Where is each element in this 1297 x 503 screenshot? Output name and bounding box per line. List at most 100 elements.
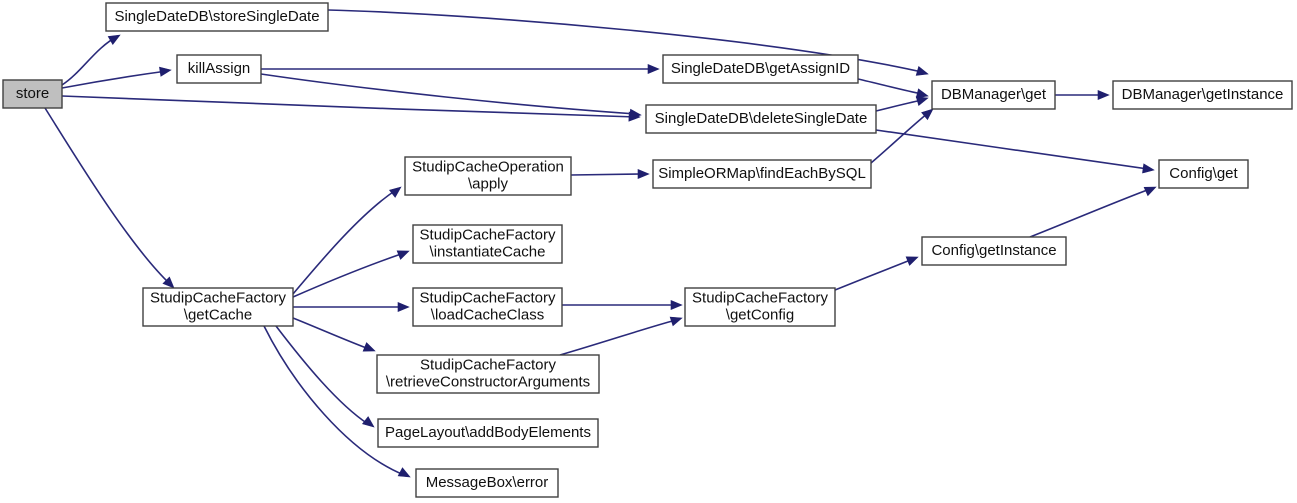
arrowhead-icon [647, 63, 660, 75]
call-edge-dbGet-to-dbGetInstance [1055, 89, 1110, 101]
edge-line [875, 99, 923, 112]
edge-line [870, 112, 929, 164]
call-edge-getCache-to-instantiateCache [292, 250, 410, 298]
node-box[interactable] [404, 156, 572, 196]
node-dbGetInstance[interactable]: DBManager\getInstance [1112, 80, 1293, 110]
edge-line [260, 73, 637, 115]
node-label: killAssign [188, 60, 251, 77]
call-edge-configGetInst-to-configGet [1029, 186, 1157, 238]
arrowhead-icon [915, 66, 929, 76]
node-box[interactable] [142, 287, 294, 327]
node-deleteSingleDate[interactable]: SingleDateDB\deleteSingleDate [645, 104, 877, 134]
node-findEachBySQL[interactable]: SimpleORMap\findEachBySQL [652, 159, 872, 189]
edge-line [275, 325, 369, 425]
node-label: StudipCacheOperation [412, 158, 564, 175]
node-instantiateCache[interactable]: StudipCacheFactory\instantiateCache [412, 224, 563, 264]
node-box[interactable] [662, 54, 859, 84]
node-retrieveArgs[interactable]: StudipCacheFactory\retrieveConstructorAr… [376, 354, 600, 394]
call-edge-getCache-to-loadCacheClass [293, 301, 410, 313]
node-label: DBManager\get [941, 86, 1047, 103]
node-box[interactable] [921, 236, 1067, 266]
edge-line [292, 252, 405, 298]
node-cacheApply[interactable]: StudipCacheOperation\apply [404, 156, 572, 196]
arrowhead-icon [637, 168, 650, 180]
node-label: Config\get [1169, 165, 1238, 182]
edge-line [1029, 188, 1151, 238]
call-edge-loadCacheClass-to-getConfig [562, 299, 683, 311]
call-edge-store-to-getCache [44, 107, 175, 289]
edge-line [559, 319, 677, 356]
node-storeSingleDate[interactable]: SingleDateDB\storeSingleDate [105, 2, 329, 32]
node-label: StudipCacheFactory [692, 289, 828, 306]
node-label: \getConfig [726, 306, 794, 323]
node-label: \apply [468, 175, 509, 192]
node-configGet[interactable]: Config\get [1158, 159, 1249, 189]
arrowhead-icon [397, 467, 411, 478]
node-box[interactable] [176, 54, 262, 84]
call-edge-retrieveArgs-to-getConfig [559, 316, 683, 356]
call-edge-findEachBySQL-to-dbGet [870, 108, 934, 164]
node-label: DBManager\getInstance [1122, 86, 1284, 103]
arrowhead-icon [1097, 89, 1110, 101]
call-edge-store-to-killAssign [61, 66, 172, 89]
node-getConfig[interactable]: StudipCacheFactory\getConfig [684, 287, 836, 327]
node-box[interactable] [412, 287, 563, 327]
node-label: SingleDateDB\storeSingleDate [114, 8, 319, 25]
node-box[interactable] [1112, 80, 1293, 110]
arrowhead-icon [107, 34, 121, 46]
call-edge-deleteSingleDate-to-dbGet [875, 96, 929, 112]
node-label: \retrieveConstructorArguments [386, 373, 590, 390]
arrowhead-icon [159, 66, 172, 77]
arrowhead-icon [397, 301, 410, 313]
node-label: MessageBox\error [426, 474, 549, 491]
edge-line [292, 317, 370, 350]
node-label: StudipCacheFactory [150, 289, 286, 306]
call-edge-getAssignID-to-dbGet [857, 78, 929, 99]
node-loadCacheClass[interactable]: StudipCacheFactory\loadCacheClass [412, 287, 563, 327]
node-messageBoxError[interactable]: MessageBox\error [415, 468, 559, 498]
call-edge-killAssign-to-deleteSingleDate [260, 73, 642, 119]
node-box[interactable] [105, 2, 329, 32]
arrowhead-icon [361, 416, 375, 428]
node-box[interactable] [2, 79, 63, 109]
node-box[interactable] [376, 354, 600, 394]
node-configGetInst[interactable]: Config\getInstance [921, 236, 1067, 266]
node-store[interactable]: store [2, 79, 63, 109]
node-label: store [16, 85, 49, 102]
node-box[interactable] [652, 159, 872, 189]
node-box[interactable] [412, 224, 563, 264]
call-edge-store-to-storeSingleDate [61, 34, 121, 86]
node-label: StudipCacheFactory [420, 356, 556, 373]
edge-line [292, 189, 397, 295]
node-box[interactable] [377, 418, 599, 448]
arrowhead-icon [162, 276, 175, 289]
node-box[interactable] [645, 104, 877, 134]
arrowhead-icon [629, 108, 642, 119]
node-getCache[interactable]: StudipCacheFactory\getCache [142, 287, 294, 327]
edge-line [875, 129, 1149, 170]
arrowhead-icon [388, 186, 402, 198]
arrowhead-icon [915, 88, 929, 99]
arrowhead-icon [1142, 163, 1155, 174]
edge-line [834, 258, 914, 291]
call-edge-store-to-deleteSingleDate [61, 95, 641, 122]
node-box[interactable] [1158, 159, 1249, 189]
edge-line [61, 95, 637, 118]
node-box[interactable] [684, 287, 836, 327]
edge-line [61, 35, 119, 86]
call-edge-getCache-to-cacheApply [292, 186, 402, 295]
node-addBodyElements[interactable]: PageLayout\addBodyElements [377, 418, 599, 448]
node-label: PageLayout\addBodyElements [385, 424, 591, 441]
node-getAssignID[interactable]: SingleDateDB\getAssignID [662, 54, 859, 84]
edge-line [570, 173, 644, 176]
node-box[interactable] [931, 80, 1056, 110]
node-label: SimpleORMap\findEachBySQL [658, 165, 866, 182]
node-box[interactable] [415, 468, 559, 498]
node-killAssign[interactable]: killAssign [176, 54, 262, 84]
arrowhead-icon [670, 299, 683, 311]
node-dbGet[interactable]: DBManager\get [931, 80, 1056, 110]
call-edge-getCache-to-retrieveArgs [292, 317, 376, 352]
